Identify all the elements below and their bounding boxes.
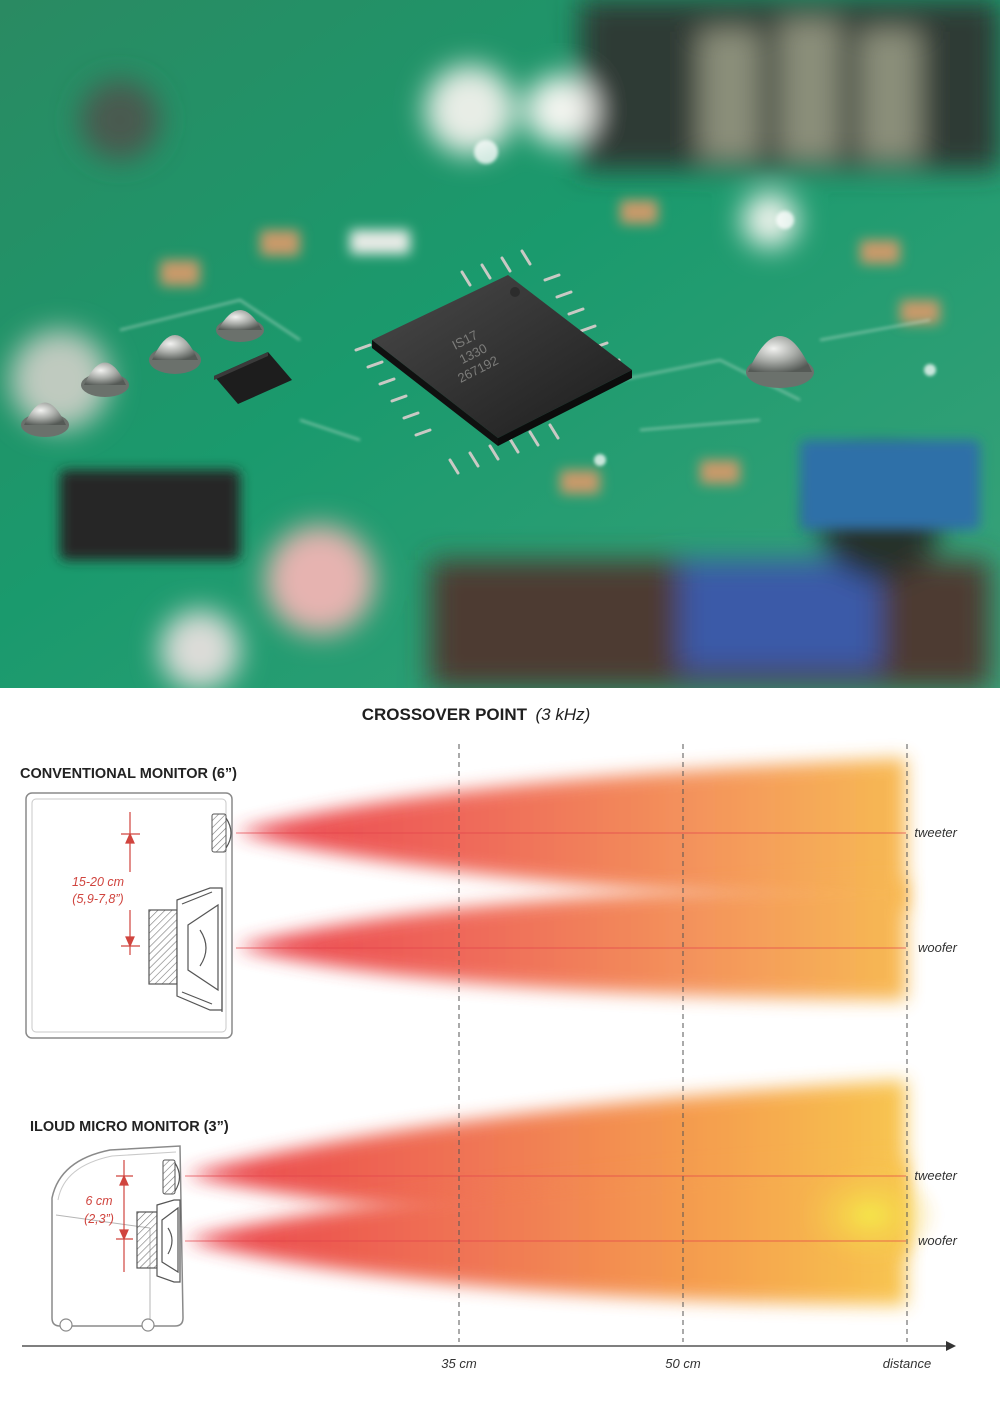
title-sub: (3 kHz) bbox=[535, 705, 590, 724]
photo-glints bbox=[474, 140, 936, 466]
conventional-tweeter-icon bbox=[211, 813, 232, 853]
micro-woofer-beam bbox=[185, 1160, 906, 1305]
conventional-spacing-in: (5,9-7,8”) bbox=[72, 892, 123, 906]
micro-spacing-cm: 6 cm bbox=[85, 1194, 112, 1208]
conventional-spacing-cm: 15-20 cm bbox=[72, 875, 124, 889]
photo-bokeh bbox=[10, 0, 1000, 688]
conventional-woofer-icon bbox=[148, 887, 223, 1012]
conventional-tweeter-label: tweeter bbox=[914, 825, 957, 840]
micro-tweeter-label: tweeter bbox=[914, 1168, 957, 1183]
conventional-woofer-beam bbox=[236, 880, 906, 1000]
photo-components bbox=[60, 200, 980, 560]
distance-axis bbox=[22, 1341, 956, 1351]
photo-solder-joints bbox=[21, 310, 814, 437]
micro-woofer-label: woofer bbox=[918, 1233, 958, 1248]
crossover-diagram: CROSSOVER POINT (3 kHz) CONVENTIONAL MON… bbox=[20, 705, 958, 1371]
title-main: CROSSOVER POINT bbox=[362, 705, 528, 724]
conventional-beams bbox=[236, 758, 906, 1000]
axis-tick-50cm: 50 cm bbox=[665, 1356, 701, 1371]
conventional-cabinet bbox=[25, 792, 233, 1039]
micro-dimension bbox=[116, 1160, 133, 1272]
micro-heading: ILOUD MICRO MONITOR (3”) bbox=[30, 1119, 229, 1135]
photo-chip: IS17 1330 267192 bbox=[354, 249, 632, 475]
conventional-woofer-label: woofer bbox=[918, 940, 958, 955]
micro-cabinet bbox=[51, 1145, 184, 1332]
distance-gridlines bbox=[458, 744, 908, 1342]
axis-arrow-icon bbox=[946, 1341, 956, 1351]
micro-beams bbox=[185, 1080, 940, 1305]
conventional-dimension bbox=[121, 812, 140, 955]
micro-woofer-icon bbox=[136, 1199, 181, 1283]
conventional-heading: CONVENTIONAL MONITOR (6”) bbox=[20, 766, 237, 782]
micro-spacing-in: (2,3”) bbox=[84, 1212, 114, 1226]
photo-transistor bbox=[214, 352, 292, 404]
micro-tweeter-icon bbox=[162, 1159, 181, 1195]
diagram-title: CROSSOVER POINT (3 kHz) bbox=[362, 705, 591, 724]
axis-tick-35cm: 35 cm bbox=[441, 1356, 477, 1371]
conventional-tweeter-beam bbox=[236, 758, 906, 910]
axis-end-label: distance bbox=[883, 1356, 931, 1371]
micro-merge-glow bbox=[800, 1165, 940, 1265]
pcb-photo: IS17 1330 267192 bbox=[0, 0, 1000, 688]
